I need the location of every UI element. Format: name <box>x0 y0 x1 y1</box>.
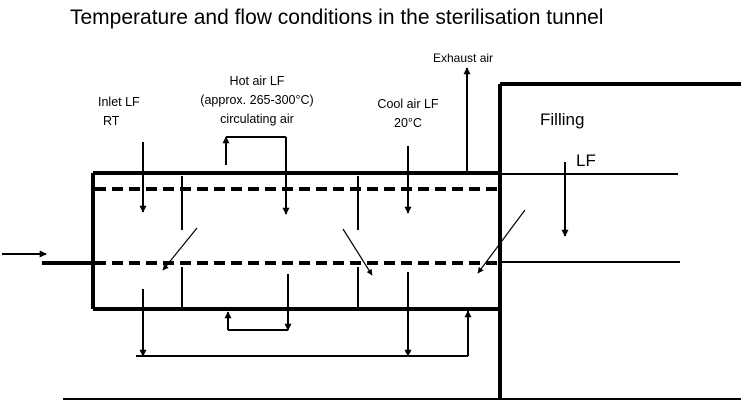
diagram-title: Temperature and flow conditions in the s… <box>70 6 603 29</box>
inlet-label-line2: RT <box>103 114 120 128</box>
exhaust-label: Exhaust air <box>433 51 493 65</box>
filling-zone-lines <box>63 173 741 400</box>
cool-air-label-line1: Cool air LF <box>377 97 438 111</box>
hot-air-loop <box>222 136 292 331</box>
hot-air-label-line1: Hot air LF <box>230 74 285 88</box>
filling-wall <box>498 82 741 400</box>
diagonal-flow-arrows <box>162 209 526 276</box>
cool-air-label: Cool air LF 20°C <box>377 97 438 130</box>
return-circuit <box>136 272 472 357</box>
cool-air-label-line2: 20°C <box>394 116 422 130</box>
conveyor-belt <box>42 187 500 265</box>
filling-label: Filling <box>540 110 584 129</box>
inlet-label: Inlet LF RT <box>98 95 140 128</box>
hot-air-label-line3: circulating air <box>220 112 294 126</box>
zone-dividers <box>181 176 359 307</box>
tunnel-housing <box>91 171 500 311</box>
hot-air-label: Hot air LF (approx. 265-300°C) circulati… <box>200 74 313 126</box>
hot-air-label-line2: (approx. 265-300°C) <box>200 93 313 107</box>
inlet-label-line1: Inlet LF <box>98 95 140 109</box>
filling-lf-label: LF <box>576 151 596 170</box>
